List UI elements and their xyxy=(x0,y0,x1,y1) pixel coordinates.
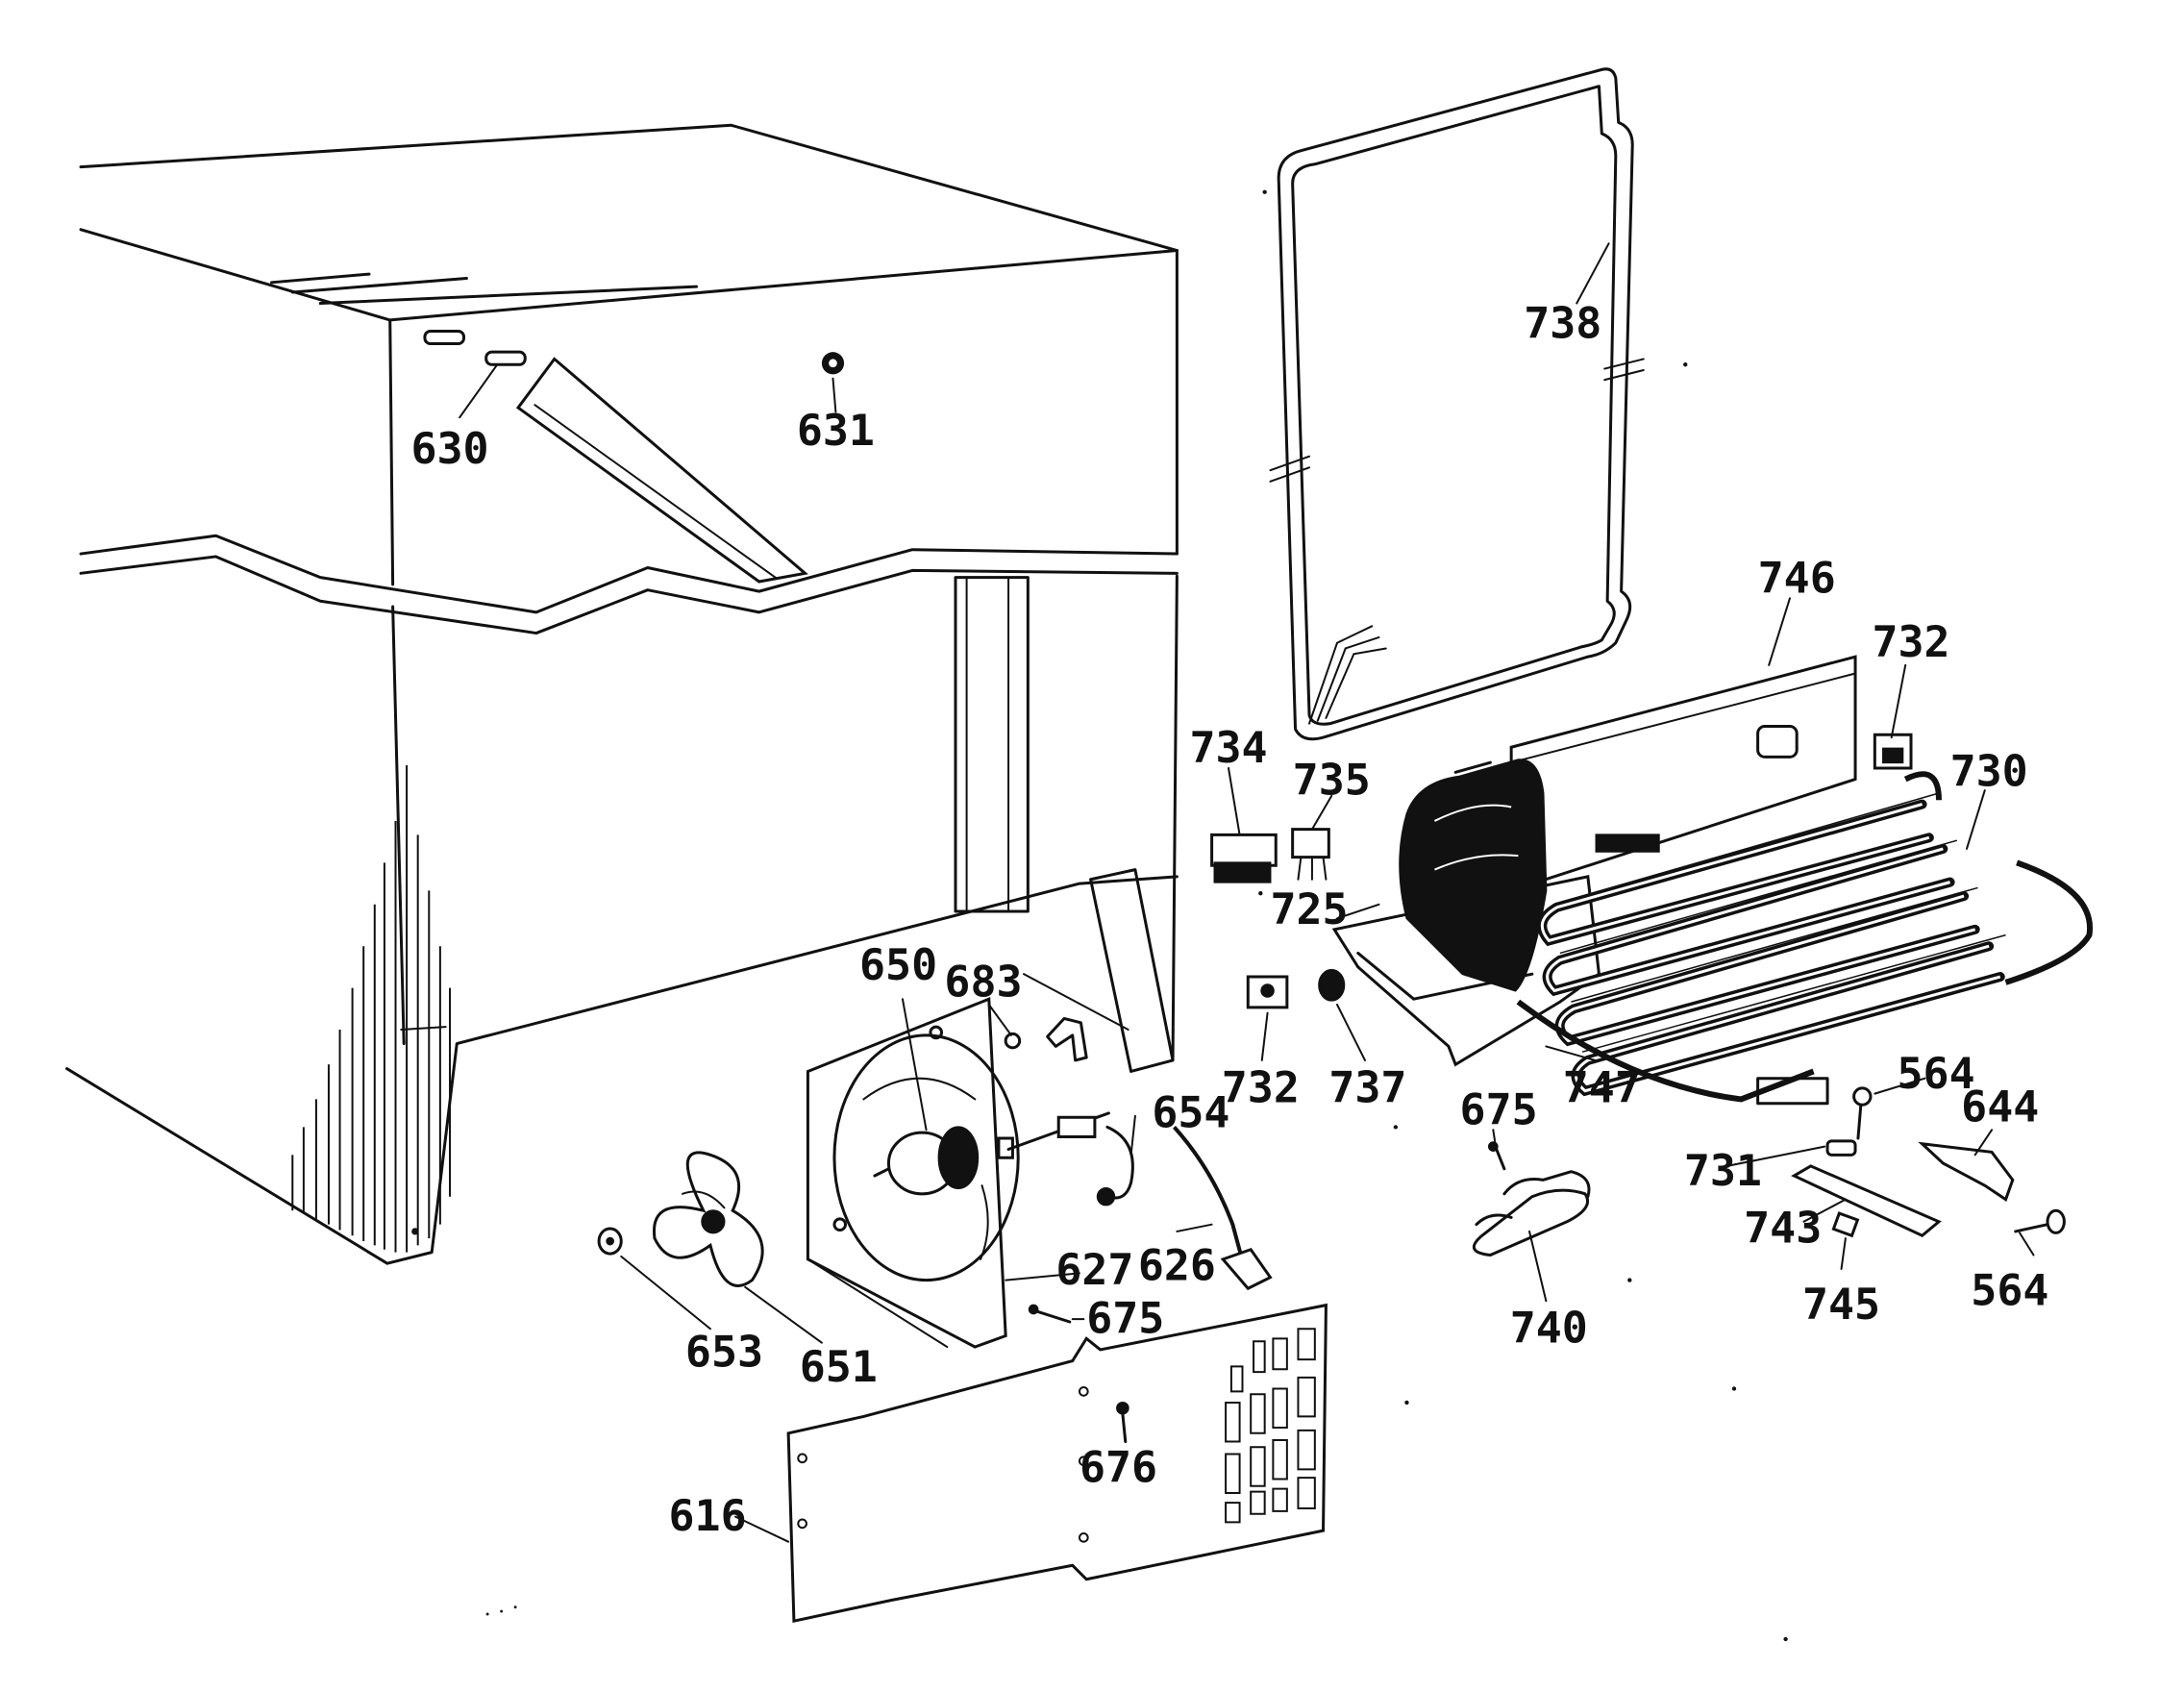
nut-653 xyxy=(599,1229,621,1254)
callout-675-right: 675 xyxy=(1460,1083,1538,1134)
screw-675-left xyxy=(1030,1306,1070,1322)
callout-labels: 630 631 738 746 732 730 734 735 725 650 … xyxy=(410,298,2048,1541)
callout-745: 745 xyxy=(1802,1279,1880,1330)
callout-730: 730 xyxy=(1950,746,2028,797)
callout-676: 676 xyxy=(1080,1441,1157,1492)
fan-motor-650 xyxy=(875,1127,988,1259)
callout-746: 746 xyxy=(1758,553,1836,604)
motor-bracket-654 xyxy=(999,1113,1132,1206)
callout-747: 747 xyxy=(1563,1061,1641,1112)
callout-627: 627 xyxy=(1055,1244,1133,1295)
fan-blade-651 xyxy=(654,1153,762,1286)
callout-630: 630 xyxy=(410,423,488,474)
clip-740 xyxy=(1474,1172,1589,1256)
mounting-clip-683 xyxy=(1005,1018,1086,1059)
clip-731 xyxy=(1827,1141,1855,1155)
callout-732-upper: 732 xyxy=(1872,616,1949,667)
callout-731: 731 xyxy=(1684,1145,1762,1196)
compressor-assembly xyxy=(1334,657,2090,1104)
callout-654: 654 xyxy=(1152,1086,1229,1137)
screw-676 xyxy=(1117,1403,1129,1442)
grommet-737 xyxy=(1319,970,1344,1001)
callout-738: 738 xyxy=(1524,298,1601,349)
clip-745 xyxy=(1833,1213,1857,1235)
overload-735 xyxy=(1293,830,1329,880)
callout-683: 683 xyxy=(944,956,1022,1007)
screw-564-upper xyxy=(1854,1088,1871,1138)
clip-732-right xyxy=(1874,734,1911,768)
relay-734 xyxy=(1212,834,1277,882)
callout-653: 653 xyxy=(685,1326,763,1377)
bracket-743 xyxy=(1794,1166,1939,1235)
callout-735: 735 xyxy=(1293,754,1371,805)
screw-564-lower xyxy=(2016,1210,2065,1232)
callout-626: 626 xyxy=(1138,1240,1216,1291)
harness-626 xyxy=(1174,1127,1270,1288)
callout-740: 740 xyxy=(1510,1303,1588,1354)
clip-732-left xyxy=(1248,977,1287,1008)
callout-743: 743 xyxy=(1744,1203,1822,1254)
bracket-644 xyxy=(1923,1144,2013,1200)
callout-725: 725 xyxy=(1270,883,1348,934)
callout-675-left: 675 xyxy=(1086,1293,1164,1344)
callout-737: 737 xyxy=(1328,1061,1406,1112)
callout-564-lower: 564 xyxy=(1971,1265,2048,1316)
cabinet xyxy=(67,125,1178,1263)
callout-651: 651 xyxy=(800,1341,878,1392)
speckles xyxy=(485,189,1788,1642)
callout-732-lower: 732 xyxy=(1222,1061,1300,1112)
door-gasket xyxy=(1270,69,1643,739)
callout-650: 650 xyxy=(859,939,937,990)
callout-631: 631 xyxy=(797,405,875,456)
leader-lines xyxy=(459,243,2033,1541)
base-grille-616 xyxy=(788,1306,1326,1622)
callout-734: 734 xyxy=(1189,722,1267,773)
callout-644: 644 xyxy=(1961,1082,2039,1132)
callout-564-upper: 564 xyxy=(1898,1048,1975,1099)
callout-616: 616 xyxy=(669,1490,747,1541)
